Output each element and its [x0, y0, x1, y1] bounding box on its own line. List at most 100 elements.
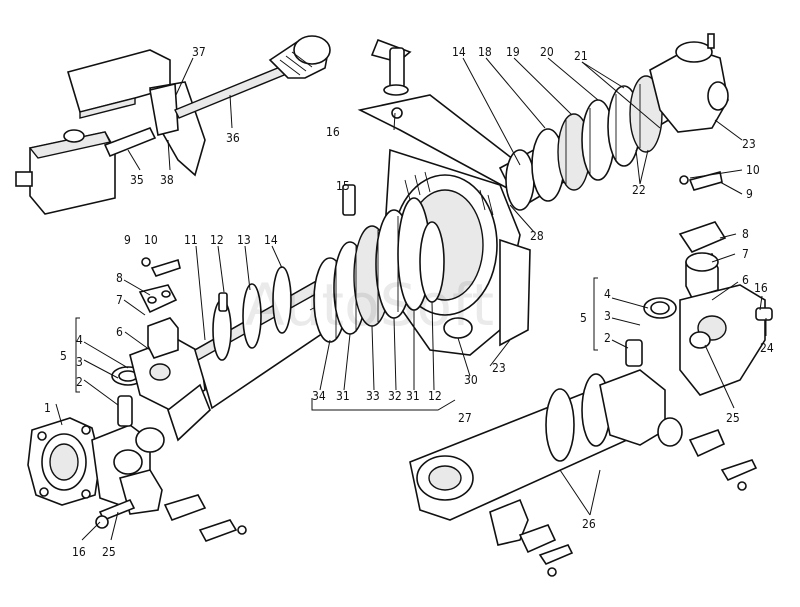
- joint-bore: [149, 363, 171, 381]
- cap-right: [657, 417, 683, 447]
- label-14: 14: [264, 233, 278, 247]
- label-32: 32: [388, 389, 402, 403]
- ring-14-right: [505, 149, 535, 211]
- right-joint-assembly: [625, 171, 773, 396]
- label-10-right: 10: [746, 163, 760, 177]
- label-3-right: 3: [604, 309, 611, 323]
- label-33: 33: [366, 389, 380, 403]
- label-9-right: 9: [746, 187, 753, 201]
- label-10: 10: [144, 233, 158, 247]
- label-23-top: 23: [742, 137, 756, 151]
- label-4: 4: [76, 333, 83, 347]
- cross-cap: [135, 427, 165, 453]
- yoke-arm: [167, 383, 211, 442]
- label-25-left: 25: [102, 545, 116, 559]
- input-shaft: [103, 126, 157, 158]
- label-25-right: 25: [726, 411, 740, 425]
- label-38: 38: [160, 173, 174, 187]
- gasket-lower: [163, 494, 207, 522]
- tube-ring-1: [545, 388, 575, 462]
- part-labels: 1 2 3 4 5 6 7 8 9 10 11 12 13 14 14 15 1…: [44, 45, 774, 559]
- label-27: 27: [458, 411, 472, 425]
- label-20: 20: [540, 45, 554, 59]
- label-12: 12: [210, 233, 224, 247]
- label-34: 34: [312, 389, 326, 403]
- lock-plate-9-right: [688, 171, 723, 191]
- label-30: 30: [464, 373, 478, 387]
- bracket-edge: [79, 97, 136, 119]
- label-7-right: 7: [742, 247, 749, 261]
- label-16-right: 16: [754, 281, 768, 295]
- label-14-top: 14: [452, 45, 466, 59]
- label-35: 35: [130, 173, 144, 187]
- bolt-head-16: [95, 515, 109, 529]
- label-21: 21: [574, 49, 588, 63]
- label-1: 1: [44, 401, 51, 415]
- gear-22: [629, 75, 663, 153]
- ring-14: [242, 283, 262, 349]
- housing-port: [707, 81, 729, 111]
- label-31: 31: [336, 389, 350, 403]
- gearbox-input: [63, 129, 85, 143]
- bolt-10-right: [679, 175, 689, 185]
- label-13: 13: [237, 233, 251, 247]
- carrier-foot-23: [499, 238, 531, 347]
- housing-cap: [675, 41, 713, 63]
- label-4-right: 4: [604, 287, 611, 301]
- steering-shaft-assembly: [15, 35, 331, 215]
- bolt-15: [342, 184, 356, 216]
- label-16-top: 16: [326, 125, 340, 139]
- cap-7: [147, 317, 179, 359]
- tube-yoke: [599, 369, 666, 446]
- label-11: 11: [184, 233, 198, 247]
- plug-12: [218, 292, 228, 312]
- leader-lines: [55, 57, 767, 541]
- label-31b: 31: [406, 389, 420, 403]
- label-8-right: 8: [742, 227, 749, 241]
- mount-web: [149, 83, 179, 136]
- label-8: 8: [116, 271, 123, 285]
- bolt-24: [755, 307, 773, 321]
- label-36: 36: [226, 131, 240, 145]
- label-19: 19: [506, 45, 520, 59]
- gearbox-output-shaft: [15, 171, 33, 187]
- label-3: 3: [76, 355, 83, 369]
- label-23-center: 23: [492, 361, 506, 375]
- boot-cap: [293, 35, 331, 65]
- right-shaft-assembly: [498, 33, 729, 211]
- label-12-center: 12: [428, 389, 442, 403]
- right-axle-tube: [409, 369, 758, 577]
- label-22: 22: [632, 183, 646, 197]
- label-28: 28: [530, 229, 544, 243]
- lock-plate-9: [150, 258, 181, 277]
- label-15: 15: [336, 179, 350, 193]
- gasket-right: [688, 428, 726, 458]
- label-6-right: 6: [742, 273, 749, 287]
- label-24: 24: [760, 341, 774, 355]
- label-2: 2: [76, 375, 83, 389]
- label-7: 7: [116, 293, 123, 307]
- bearing-cup-right: [489, 498, 529, 546]
- lock-plate-lower: [198, 519, 238, 542]
- gasket-8: [138, 284, 178, 314]
- label-9: 9: [124, 233, 131, 247]
- grease-nipple-2-right: [625, 339, 643, 367]
- label-26: 26: [582, 517, 596, 531]
- label-16-left: 16: [72, 545, 86, 559]
- label-5-right: 5: [580, 311, 587, 325]
- label-37: 37: [192, 45, 206, 59]
- telescopic-shaft: [174, 64, 290, 119]
- gasket-8-right: [678, 221, 727, 253]
- central-carrier: [313, 38, 542, 356]
- watermark: AutoSoft: [245, 271, 494, 339]
- label-2-right: 2: [604, 331, 611, 345]
- flange-inner: [49, 443, 79, 481]
- label-5: 5: [60, 349, 67, 363]
- joint-body-6-right: [679, 284, 766, 396]
- grease-nipple-2: [117, 395, 133, 427]
- label-18: 18: [478, 45, 492, 59]
- bolt-25-right: [689, 331, 711, 349]
- bolt-10: [141, 257, 151, 267]
- label-6: 6: [116, 325, 123, 339]
